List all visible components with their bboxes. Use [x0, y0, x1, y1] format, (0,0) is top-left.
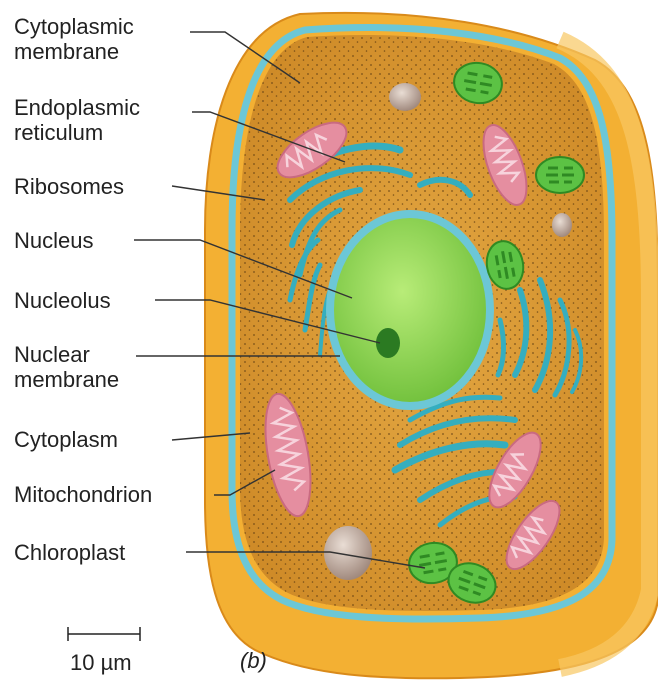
label-cytoplasm: Cytoplasm — [14, 427, 118, 452]
label-nuclear-membrane: Nuclear membrane — [14, 342, 119, 392]
label-nucleus: Nucleus — [14, 228, 93, 253]
label-line: membrane — [14, 367, 119, 392]
panel-letter: (b) — [240, 648, 267, 673]
label-ribosomes: Ribosomes — [14, 174, 124, 199]
label-line: reticulum — [14, 120, 140, 145]
vesicle-shape — [552, 213, 572, 237]
label-line: Cytoplasmic — [14, 14, 134, 39]
label-line: membrane — [14, 39, 134, 64]
label-line: Endoplasmic — [14, 95, 140, 120]
label-endoplasmic-reticulum: Endoplasmic reticulum — [14, 95, 140, 145]
nucleus-shape — [334, 218, 486, 402]
vacuole-shape — [324, 526, 372, 580]
label-cytoplasmic-membrane: Cytoplasmic membrane — [14, 14, 134, 64]
chloroplast-shape — [536, 157, 584, 193]
label-chloroplast: Chloroplast — [14, 540, 125, 565]
scale-bar — [68, 627, 140, 641]
label-nucleolus: Nucleolus — [14, 288, 111, 313]
label-line: Nuclear — [14, 342, 119, 367]
label-mitochondrion: Mitochondrion — [14, 482, 152, 507]
scale-bar-label: 10 µm — [70, 650, 132, 675]
vesicle-shape — [389, 83, 421, 111]
